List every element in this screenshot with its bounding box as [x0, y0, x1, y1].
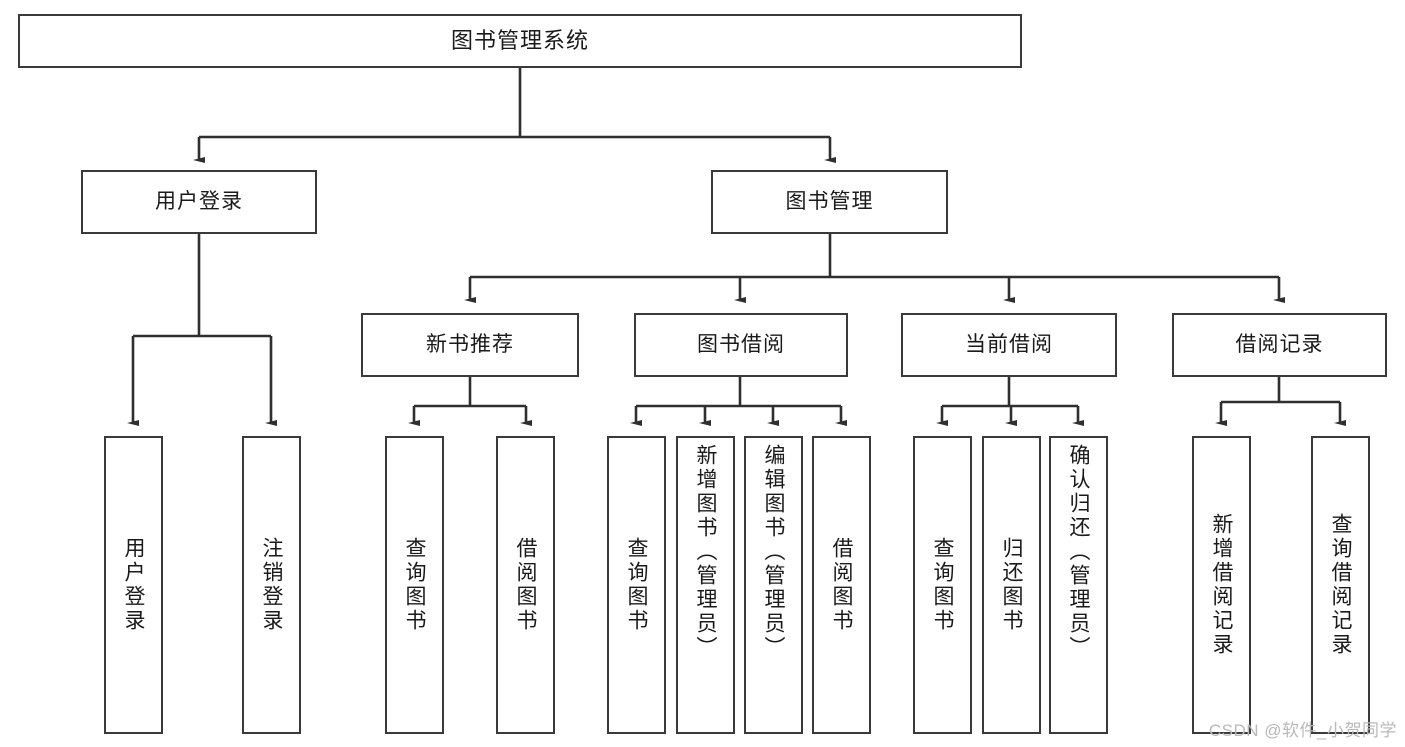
csdn-watermark: CSDN @软件_小贺同学	[1208, 721, 1397, 740]
leaf-borrow-book-1[interactable]: 借阅图书	[496, 436, 555, 734]
leaf-confirm-return[interactable]: 确认归还（管理员）	[1049, 436, 1108, 734]
leaf-user-login[interactable]: 用户登录	[104, 436, 163, 734]
leaf-add-book-label: 新增图书（管理员）	[694, 444, 717, 660]
node-root[interactable]: 图书管理系统	[18, 14, 1022, 68]
node-book-manage-label: 图书管理	[785, 189, 874, 213]
node-current-borrow[interactable]: 当前借阅	[901, 313, 1117, 377]
leaf-confirm-return-label: 确认归还（管理员）	[1067, 444, 1090, 660]
leaf-borrow-book-1-label: 借阅图书	[514, 537, 537, 633]
leaf-query-record[interactable]: 查询借阅记录	[1311, 436, 1370, 734]
node-user-login-label: 用户登录	[155, 189, 243, 213]
leaf-logout[interactable]: 注销登录	[242, 436, 301, 734]
node-root-label: 图书管理系统	[450, 28, 589, 54]
node-borrow-record-label: 借阅记录	[1235, 332, 1324, 356]
leaf-edit-book-label: 编辑图书（管理员）	[762, 444, 785, 660]
leaf-borrow-book-2-label: 借阅图书	[830, 537, 853, 633]
node-borrow-record[interactable]: 借阅记录	[1172, 313, 1387, 377]
leaf-query-book-3[interactable]: 查询图书	[913, 436, 972, 734]
leaf-add-record[interactable]: 新增借阅记录	[1192, 436, 1251, 734]
leaf-return-book-label: 归还图书	[1000, 537, 1023, 633]
leaf-query-book-2[interactable]: 查询图书	[607, 436, 666, 734]
leaf-query-record-label: 查询借阅记录	[1329, 513, 1352, 657]
node-current-borrow-label: 当前借阅	[965, 332, 1053, 356]
leaf-query-book-3-label: 查询图书	[931, 537, 954, 633]
leaf-return-book[interactable]: 归还图书	[982, 436, 1041, 734]
leaf-logout-label: 注销登录	[260, 537, 283, 633]
leaf-query-book-2-label: 查询图书	[625, 537, 648, 633]
leaf-edit-book[interactable]: 编辑图书（管理员）	[744, 436, 803, 734]
node-book-manage[interactable]: 图书管理	[711, 170, 948, 234]
leaf-query-book-1-label: 查询图书	[403, 537, 426, 633]
node-book-borrow-label: 图书借阅	[697, 332, 785, 356]
leaf-add-book[interactable]: 新增图书（管理员）	[676, 436, 735, 734]
node-user-login[interactable]: 用户登录	[81, 170, 317, 234]
leaf-user-login-label: 用户登录	[122, 537, 145, 633]
node-book-borrow[interactable]: 图书借阅	[634, 313, 848, 377]
leaf-borrow-book-2[interactable]: 借阅图书	[812, 436, 871, 734]
node-new-book-recommend[interactable]: 新书推荐	[361, 313, 579, 377]
leaf-add-record-label: 新增借阅记录	[1210, 513, 1233, 657]
node-new-book-recommend-label: 新书推荐	[426, 332, 514, 356]
leaf-query-book-1[interactable]: 查询图书	[385, 436, 444, 734]
